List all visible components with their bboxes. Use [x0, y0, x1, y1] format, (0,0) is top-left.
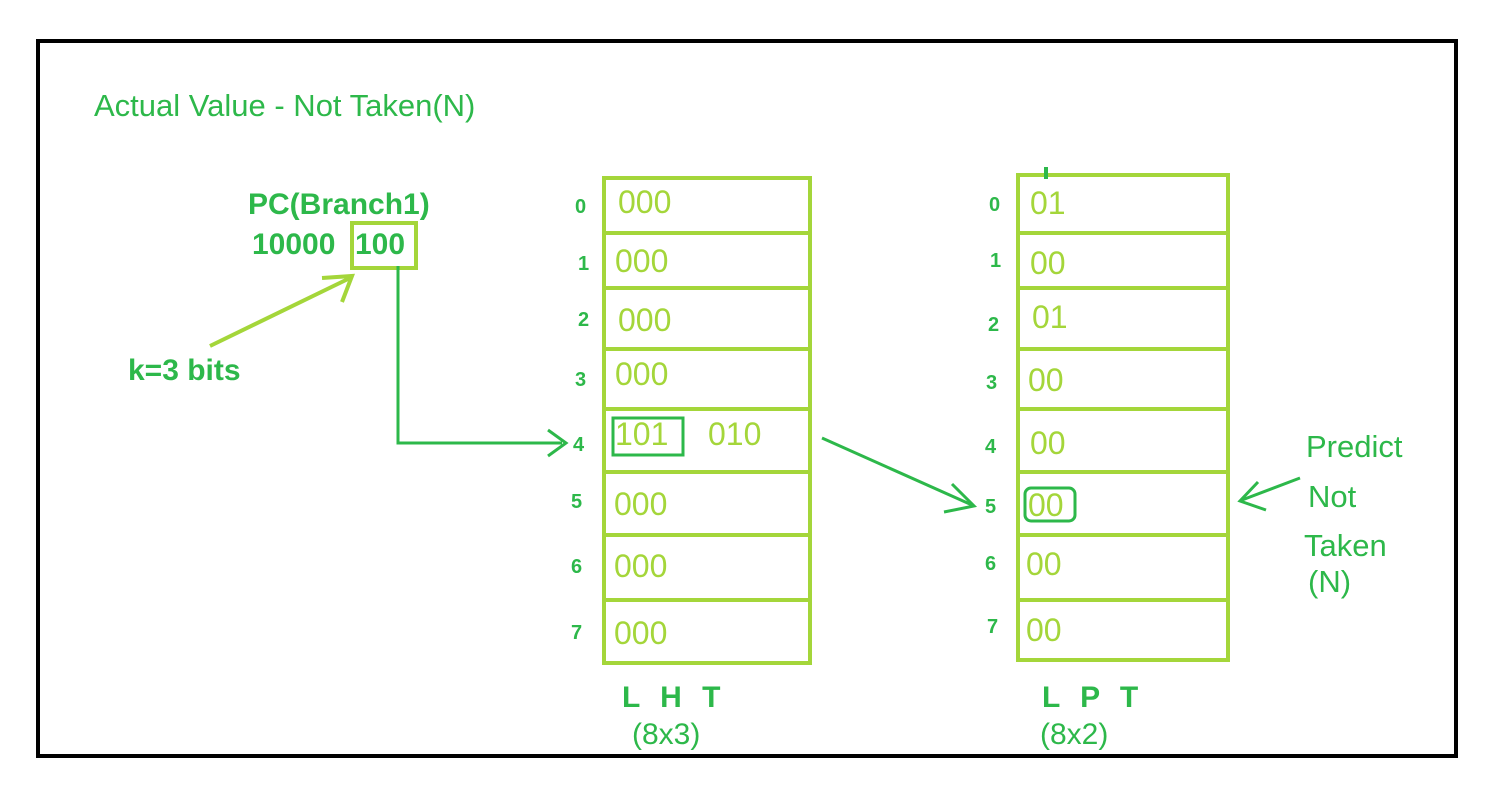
- lht-index: 2: [578, 309, 590, 331]
- lht-to-lpt-arrow: [821, 436, 978, 514]
- lpt-index: 4: [985, 436, 997, 458]
- lpt-cell: 00: [1030, 425, 1066, 461]
- lht-cell: 000: [615, 243, 669, 279]
- lht-cell: 000: [618, 184, 672, 220]
- lpt-cell: 01: [1030, 185, 1066, 221]
- lht-index: 6: [571, 556, 583, 578]
- lht-index: 0: [575, 196, 587, 218]
- lht-cell: 000: [615, 356, 669, 392]
- lpt-cell: 00: [1028, 362, 1064, 398]
- lpt-index: 6: [985, 553, 997, 575]
- lht-cell: 000: [618, 302, 672, 338]
- pc-to-lht-arrow: [396, 266, 569, 458]
- lht-cell: 000: [614, 615, 668, 651]
- lht-cell-history: 101: [615, 416, 669, 452]
- k-bits-label: k=3 bits: [128, 354, 241, 387]
- prediction-line: Predict: [1306, 429, 1403, 464]
- lpt-index: 3: [986, 372, 998, 394]
- k-bits-arrow: [209, 273, 355, 348]
- lpt-table: [1016, 167, 1230, 662]
- lht-index: 1: [578, 253, 590, 275]
- lpt-cell: 00: [1026, 612, 1062, 648]
- lpt-index: 1: [990, 250, 1002, 272]
- lpt-cell: 01: [1032, 299, 1068, 335]
- lpt-index: 0: [989, 194, 1001, 216]
- pc-bits-prefix: 10000: [252, 228, 336, 261]
- lht-index: 5: [571, 491, 583, 513]
- lpt-index: 5: [985, 496, 997, 518]
- actual-value-label: Actual Value - Not Taken(N): [94, 88, 476, 123]
- lht-table: [602, 176, 812, 665]
- lht-cell: 000: [614, 486, 668, 522]
- lht-cell-new-history: 010: [708, 416, 762, 452]
- pc-title: PC(Branch1): [248, 188, 430, 221]
- lpt-index: 2: [988, 314, 1000, 336]
- lht-name: L H T: [622, 681, 727, 714]
- lht-index: 7: [571, 622, 583, 644]
- lpt-index: 7: [987, 616, 999, 638]
- predict-arrow: [1237, 476, 1301, 512]
- lpt-name: L P T: [1042, 681, 1145, 714]
- lpt-counter-box: [1023, 486, 1077, 523]
- lht-cell: 000: [614, 548, 668, 584]
- prediction-line: Taken: [1304, 528, 1387, 563]
- pc-index-box: [350, 221, 418, 270]
- lht-history-box: [611, 416, 685, 457]
- pc-bits-index: 100: [355, 228, 406, 261]
- lht-size: (8x3): [632, 718, 701, 751]
- lpt-cell: 00: [1026, 546, 1062, 582]
- prediction-line: (N): [1308, 564, 1352, 599]
- lpt-cell-selected: 00: [1028, 487, 1064, 523]
- diagram-frame: [36, 39, 1458, 758]
- lpt-size: (8x2): [1040, 718, 1109, 751]
- lht-index: 4: [573, 434, 585, 456]
- prediction-line: Not: [1308, 479, 1357, 514]
- lht-index: 3: [575, 369, 587, 391]
- lpt-cell: 00: [1030, 245, 1066, 281]
